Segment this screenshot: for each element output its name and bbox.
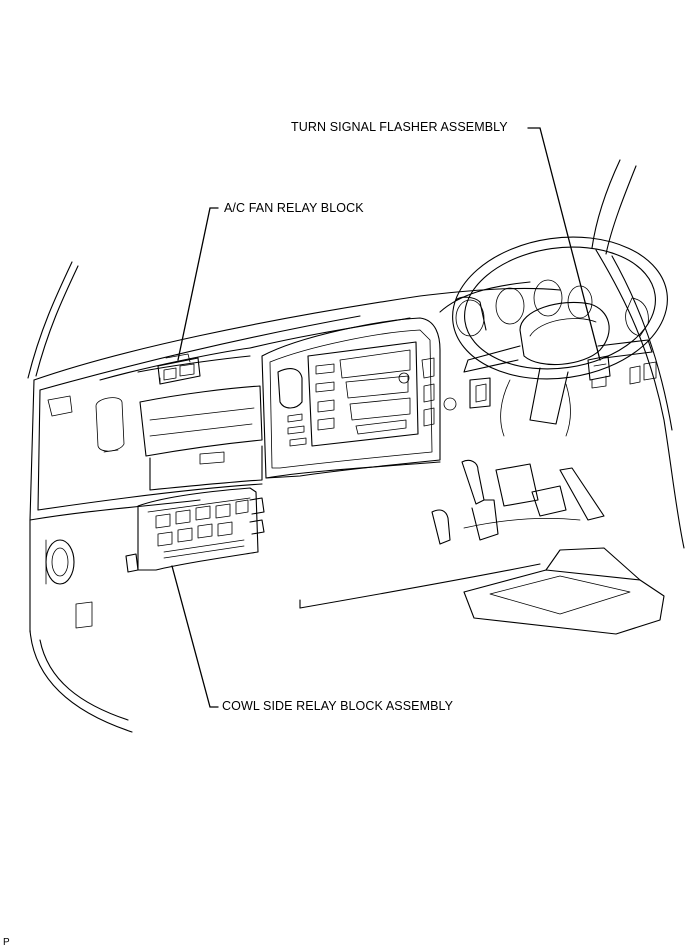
center-console [261,317,441,479]
left-dash-panel [29,379,263,633]
instrument-panel [439,279,657,411]
dashboard-top [33,287,561,391]
turn-signal-flasher-label: TURN SIGNAL FLASHER ASSEMBLY [291,120,508,134]
left-door-frame [27,261,133,733]
ac-fan-relay-leader [177,207,219,361]
corner-mark: P [3,937,10,948]
glove-box [137,355,263,491]
cowl-side-relay-block-label: COWL SIDE RELAY BLOCK ASSEMBLY [222,699,454,713]
turn-signal-leader [527,127,601,361]
relay-grid [155,499,249,559]
leader-lines [171,127,601,708]
cowl-side-relay-leader [171,565,219,708]
steering-wheel [452,236,668,437]
ac-fan-relay-block-label: A/C FAN RELAY BLOCK [224,201,364,215]
right-pillar [591,159,685,549]
ac-fan-relay-block [157,353,201,385]
cowl-side-relay-block [125,487,265,573]
pedals [431,459,605,545]
turn-signal-flasher [587,355,611,389]
floor-block [299,547,665,635]
